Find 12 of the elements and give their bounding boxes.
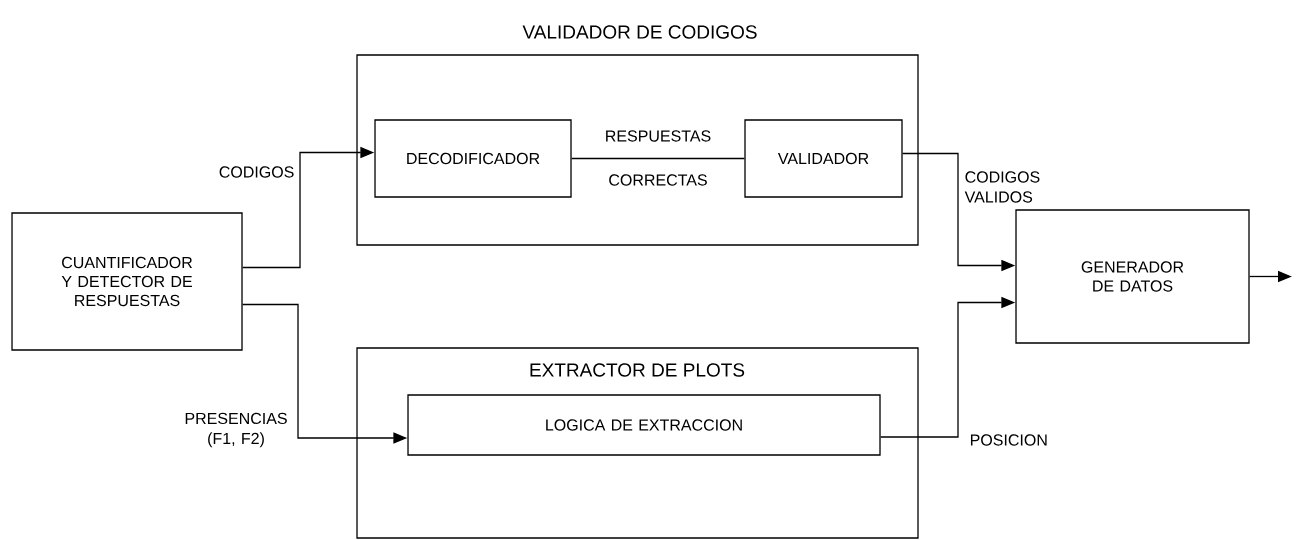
edge-label: RESPUESTAS CORRECTAS <box>606 130 711 186</box>
process-box: GENERADOR DE DATOS <box>1015 209 1250 344</box>
process-box: DECODIFICADOR <box>374 119 572 198</box>
edge-label: CODIGOS VALIDOS <box>964 171 1040 203</box>
node-label: VALIDADOR DE CODIGOS <box>522 25 757 39</box>
process-box: LOGICA DE EXTRACCION <box>407 394 881 456</box>
connector-line <box>571 157 745 160</box>
process-box: CUANTIFICADOR Y DETECTOR DE RESPUESTAS <box>11 212 243 351</box>
process-box: VALIDADOR <box>744 119 903 198</box>
edge-label: CODIGOS <box>219 166 294 178</box>
edge-label: POSICION <box>970 434 1047 446</box>
edge-label: PRESENCIAS (F1, F2) <box>185 412 287 448</box>
